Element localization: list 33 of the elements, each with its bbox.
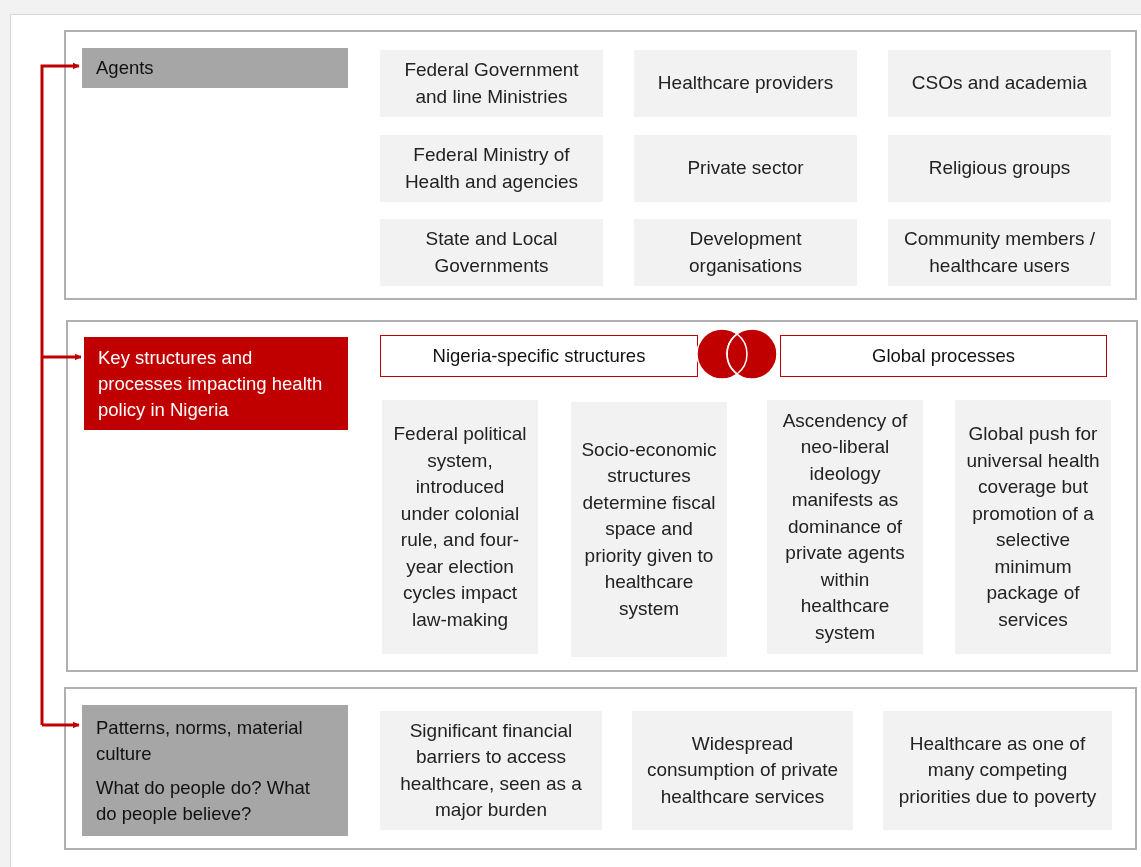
question-text: What do people do? What do people believe? — [96, 775, 311, 826]
box-text: Agents — [96, 56, 155, 80]
box-text: Widespread consumption of private healthcare services — [645, 731, 840, 809]
box-text: Religious groups — [928, 156, 1071, 181]
box-text: Global push for universal health coverage but promotion of a selective minimum package of services — [965, 422, 1101, 632]
box-text: Federal political system, introduced under colonial rule, and four-year election cycles impact law-making — [392, 422, 528, 632]
arrow — [40, 62, 80, 725]
label-box — [84, 337, 348, 430]
box-text: Healthcare providers — [657, 71, 834, 96]
box-text: Federal Government and line Ministries — [403, 58, 580, 109]
arrow — [42, 353, 82, 361]
box-text: Development organisations — [688, 227, 803, 278]
panel-frame — [64, 687, 1137, 850]
header-box — [780, 335, 1107, 377]
box-text: Healthcare as one of many competing priorities due to poverty — [897, 731, 1098, 809]
label-box — [82, 48, 348, 88]
box-text: Nigeria-specific structures — [431, 344, 647, 368]
header-box — [380, 335, 698, 377]
arrow — [42, 721, 80, 729]
box-text: Ascendency of neo-liberal ideology manifests as dominance of private agents within healthcare system — [781, 408, 909, 645]
box-text: Patterns, norms, material culture — [96, 715, 304, 766]
box-text: Federal Ministry of Health and agencies — [403, 143, 580, 194]
panel-frame — [66, 320, 1138, 672]
box-text: Key structures and processes impacting health policy in Nigeria — [98, 346, 324, 422]
box-text: Private sector — [687, 156, 804, 181]
box-text: Significant financial barriers to access healthcare, seen as a major burden — [399, 718, 583, 822]
panel-frame — [64, 30, 1137, 300]
box-text: State and Local Governments — [424, 227, 559, 278]
label-box — [82, 705, 348, 836]
box-text: CSOs and academia — [911, 71, 1088, 96]
box-text: Socio-economic structures determine fiscal space and priority given to healthcare system — [580, 437, 718, 621]
box-text: Community members / healthcare users — [902, 227, 1097, 278]
box-text: Global processes — [871, 344, 1016, 368]
